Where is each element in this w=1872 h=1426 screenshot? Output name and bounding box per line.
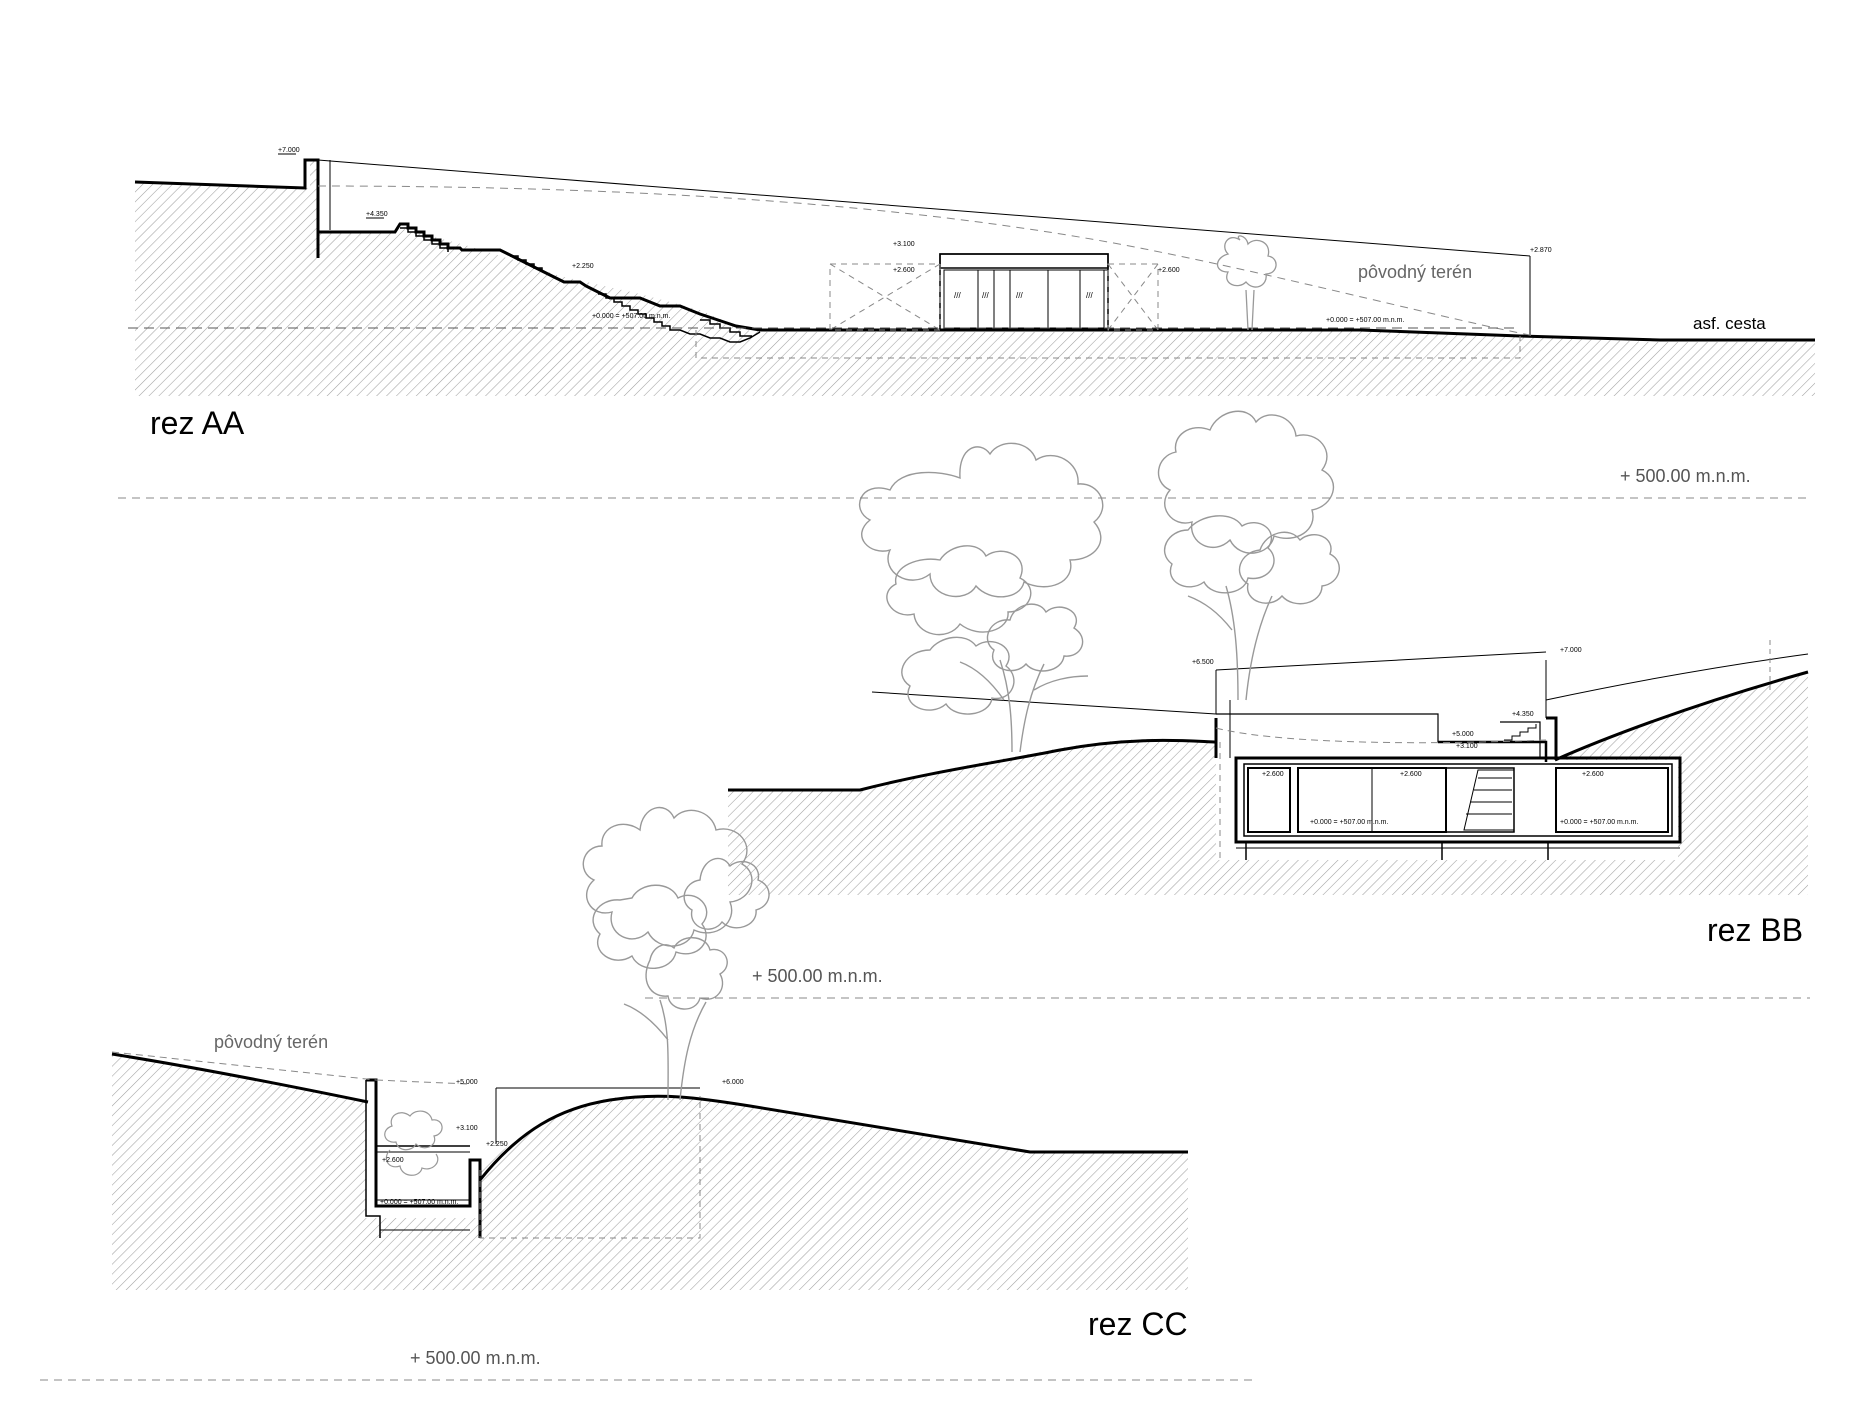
svg-text:+0.000 = +507.00 m.n.m.: +0.000 = +507.00 m.n.m.: [1310, 819, 1388, 826]
svg-text:+3.100: +3.100: [1456, 743, 1478, 750]
svg-text:+2.600: +2.600: [893, 267, 915, 274]
cc-tree: [582, 806, 770, 1101]
svg-text:+6.000: +6.000: [722, 1079, 744, 1086]
svg-text:+0.000 = +507.00 m.n.m.: +0.000 = +507.00 m.n.m.: [1560, 819, 1638, 826]
section-bb-datum: + 500.00 m.n.m.: [752, 966, 883, 986]
cc-terrain-line: [111, 1052, 369, 1104]
svg-text:///: ///: [982, 291, 989, 300]
svg-text:///: ///: [1016, 291, 1023, 300]
svg-text:///: ///: [1086, 291, 1093, 300]
cc-courtyard-tree: [384, 1110, 443, 1176]
bb-courtyard: [1214, 660, 1558, 762]
cc-level-markers: +5.000 +6.000 +3.100 +2.250 +2.600 +0.00…: [380, 1079, 744, 1206]
svg-text:+2.250: +2.250: [486, 1141, 508, 1148]
section-cc-title: rez CC: [1088, 1306, 1188, 1342]
svg-text:+7.000: +7.000: [278, 147, 300, 154]
bb-trees: [859, 410, 1340, 753]
bb-ground-hatch: [728, 672, 1808, 895]
bb-terrain-line-right: [1554, 670, 1809, 762]
cc-terrain-line-right: [478, 1094, 1188, 1181]
bb-building: [1234, 756, 1682, 860]
svg-text:+2.600: +2.600: [1582, 771, 1604, 778]
section-cc-datum: + 500.00 m.n.m.: [410, 1348, 541, 1368]
svg-text:+5.000: +5.000: [1452, 731, 1474, 738]
svg-text:+2.600: +2.600: [1262, 771, 1284, 778]
aa-tree: [1216, 235, 1277, 331]
svg-text:+2.600: +2.600: [1158, 267, 1180, 274]
svg-text:+0.000 = +507.00 m.n.m.: +0.000 = +507.00 m.n.m.: [1326, 317, 1404, 324]
svg-text:+4.350: +4.350: [366, 211, 388, 218]
svg-text:///: ///: [954, 291, 961, 300]
svg-text:+3.100: +3.100: [456, 1125, 478, 1132]
svg-text:+7.000: +7.000: [1560, 647, 1582, 654]
section-aa: /// /// /// /// +7.000 +4.350 +2.250 +0.…: [128, 147, 1815, 396]
bb-terrain-line: [728, 738, 1217, 792]
section-aa-original-terrain-label: pôvodný terén: [1358, 262, 1473, 282]
svg-text:+4.350: +4.350: [1512, 711, 1534, 718]
aa-original-terrain: [317, 185, 1536, 337]
section-cc-original-terrain-label: pôvodný terén: [214, 1032, 329, 1052]
cc-ground-hatch: [112, 1054, 1188, 1290]
svg-text:+2.250: +2.250: [572, 263, 594, 270]
svg-text:+2.870: +2.870: [1530, 247, 1552, 254]
aa-pavilion: /// /// /// ///: [939, 253, 1109, 331]
section-cc: +5.000 +6.000 +3.100 +2.250 +2.600 +0.00…: [111, 806, 1188, 1290]
svg-text:+2.600: +2.600: [1400, 771, 1422, 778]
section-bb-title: rez BB: [1707, 912, 1804, 948]
aa-terrain-line: [134, 158, 1815, 342]
aa-hidden-structures: [695, 263, 1521, 359]
aa-level-markers: +7.000 +4.350 +2.250 +0.000 = +507.00 m.…: [278, 147, 1552, 324]
svg-text:+0.000 = +507.00 m.n.m.: +0.000 = +507.00 m.n.m.: [592, 313, 670, 320]
svg-text:+5.000: +5.000: [456, 1079, 478, 1086]
section-aa-title: rez AA: [150, 405, 245, 441]
svg-text:+6.500: +6.500: [1192, 659, 1214, 666]
svg-text:+2.600: +2.600: [382, 1157, 404, 1164]
aa-ground-hatch: [135, 160, 1815, 396]
aa-steps: [400, 227, 761, 343]
section-aa-datum: + 500.00 m.n.m.: [1620, 466, 1751, 486]
svg-text:+3.100: +3.100: [893, 241, 915, 248]
bb-level-markers: +6.500 +7.000 +4.350 +5.000 +3.100 +2.60…: [1192, 647, 1638, 826]
section-bb: +6.500 +7.000 +4.350 +5.000 +3.100 +2.60…: [728, 410, 1809, 895]
section-aa-road-label: asf. cesta: [1693, 314, 1766, 333]
svg-text:+0.000 = +507.00 m.n.m.: +0.000 = +507.00 m.n.m.: [380, 1199, 458, 1206]
